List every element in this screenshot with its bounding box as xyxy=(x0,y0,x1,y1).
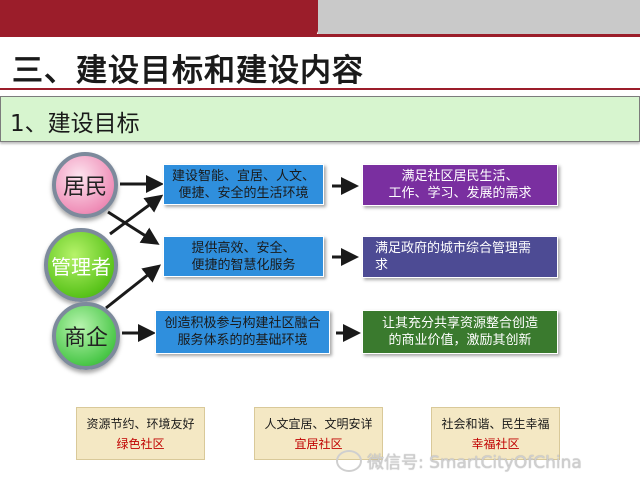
means-box-2-line1: 提供高效、安全、 xyxy=(191,240,296,256)
community-happy: 社会和谐、民生幸福 幸福社区 xyxy=(431,407,560,460)
watermark-text: 微信号: SmartCityOfChina xyxy=(367,453,582,473)
goal-box-2-line1: 满足政府的城市综合管理需 xyxy=(375,241,532,256)
community-green-name: 绿色社区 xyxy=(116,436,165,451)
goal-box-3: 让其充分共享资源整合创造 的商业价值，激励其创新 xyxy=(362,310,558,354)
community-green: 资源节约、环境友好 绿色社区 xyxy=(76,407,205,460)
title-underline xyxy=(0,88,640,90)
header-band-gray xyxy=(318,0,640,34)
community-livable: 人文宜居、文明安详 宜居社区 xyxy=(254,407,383,460)
community-green-desc: 资源节约、环境友好 xyxy=(86,416,195,431)
actor-manager-label: 管理者 xyxy=(51,254,111,279)
header-rule xyxy=(0,34,640,37)
community-happy-desc: 社会和谐、民生幸福 xyxy=(441,416,550,431)
section-bar xyxy=(0,96,640,142)
section-title: 1、建设目标 xyxy=(10,111,140,137)
actor-business: 商企 xyxy=(52,302,120,370)
page-title: 三、建设目标和建设内容 xyxy=(12,53,364,89)
goal-box-3-line2: 的商业价值，激励其创新 xyxy=(388,333,532,348)
arrow-resident-to-means-2 xyxy=(107,210,160,245)
means-box-2-line2: 便捷的智慧化服务 xyxy=(191,257,296,273)
means-box-3: 创造积极参与构建社区融合 服务体系的的基础环境 xyxy=(155,310,330,354)
actor-resident: 居民 xyxy=(52,152,118,218)
goal-box-1-line1: 满足社区居民生活、 xyxy=(401,169,519,184)
wechat-icon xyxy=(336,449,362,472)
community-happy-name: 幸福社区 xyxy=(471,436,520,451)
means-box-1: 建设智能、宜居、人文、 便捷、安全的生活环境 xyxy=(163,164,324,205)
goal-box-2: 满足政府的城市综合管理需 求 xyxy=(362,236,558,278)
header-band-red xyxy=(0,0,330,34)
goal-box-3-line1: 让其充分共享资源整合创造 xyxy=(381,316,538,331)
means-box-2: 提供高效、安全、 便捷的智慧化服务 xyxy=(163,236,324,277)
means-box-3-line2: 服务体系的的基础环境 xyxy=(177,333,308,348)
goal-box-1-line2: 工作、学习、发展的需求 xyxy=(388,186,532,201)
means-box-1-line2: 便捷、安全的生活环境 xyxy=(178,185,309,201)
actor-manager: 管理者 xyxy=(44,228,118,302)
means-box-1-line1: 建设智能、宜居、人文、 xyxy=(171,168,315,184)
community-livable-name: 宜居社区 xyxy=(294,436,343,451)
goal-box-1: 满足社区居民生活、 工作、学习、发展的需求 xyxy=(362,164,558,206)
arrow-business-to-means-2 xyxy=(105,264,162,310)
watermark: 微信号: SmartCityOfChina xyxy=(336,448,582,473)
actor-resident-label: 居民 xyxy=(62,175,107,200)
community-livable-desc: 人文宜居、文明安详 xyxy=(264,416,373,431)
goal-box-2-line2: 求 xyxy=(375,258,389,273)
arrow-manager-to-means-1 xyxy=(109,194,164,236)
means-box-3-line1: 创造积极参与构建社区融合 xyxy=(164,316,321,331)
actor-business-label: 商企 xyxy=(63,326,108,351)
